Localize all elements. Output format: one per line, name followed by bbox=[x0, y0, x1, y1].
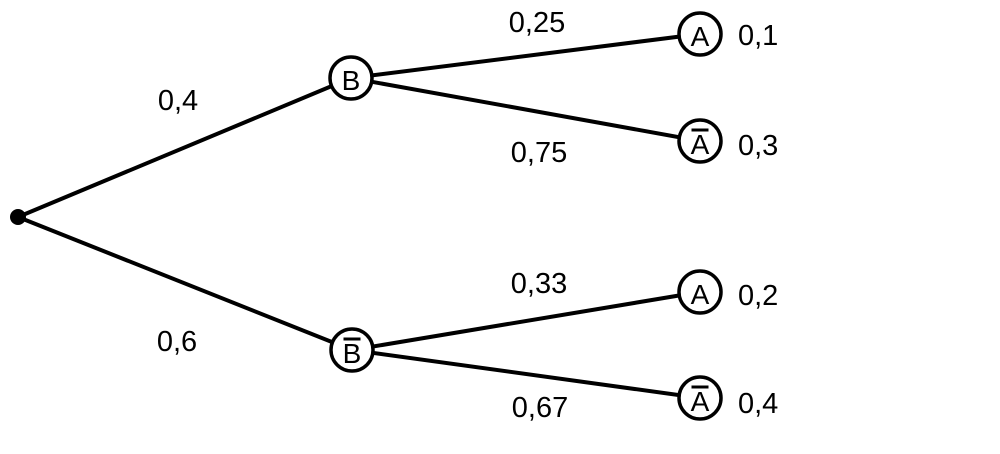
node-A-upper-label: A bbox=[691, 21, 710, 52]
node-A-bar-upper-circle bbox=[677, 118, 723, 164]
node-A-bar-lower: A bbox=[677, 375, 723, 421]
node-A-lower: A bbox=[677, 269, 723, 315]
root-node bbox=[10, 209, 26, 225]
node-A-upper-circle bbox=[677, 11, 723, 57]
outcome-label-A-bar-lower: 0,4 bbox=[738, 388, 778, 420]
edge-probability-label-B-bar-A: 0,33 bbox=[511, 268, 567, 300]
node-A-bar-lower-label: A bbox=[691, 386, 710, 417]
outcome-label-A-lower: 0,2 bbox=[738, 280, 778, 312]
branch-B-to-A bbox=[349, 32, 702, 80]
edge-probability-label-B: 0,4 bbox=[158, 85, 198, 117]
node-B-bar: B bbox=[329, 327, 375, 373]
branch-B-bar-to-A-bar bbox=[350, 348, 702, 400]
node-A-bar-lower-circle bbox=[677, 375, 723, 421]
node-B-bar-circle bbox=[329, 327, 375, 373]
edge-probability-label-B-A: 0,25 bbox=[509, 7, 565, 39]
node-B-label: B bbox=[342, 65, 361, 96]
edge-probability-label-B-bar: 0,6 bbox=[157, 326, 197, 358]
branch-B-to-A-bar bbox=[349, 76, 702, 143]
branch-B-bar-to-A bbox=[350, 290, 702, 352]
node-A-lower-label: A bbox=[691, 279, 710, 310]
node-B-circle bbox=[328, 55, 374, 101]
node-A-lower-circle bbox=[677, 269, 723, 315]
node-B: B bbox=[328, 55, 374, 101]
node-A-bar-upper-label: A bbox=[691, 129, 710, 160]
outcome-label-A-bar-upper: 0,3 bbox=[738, 130, 778, 162]
node-A-bar-upper: A bbox=[677, 118, 723, 164]
branch-root-to-B-bar bbox=[16, 215, 354, 352]
branch-root-to-B bbox=[16, 76, 353, 219]
edge-probability-label-B-A-bar: 0,75 bbox=[511, 137, 567, 169]
outcome-label-A-upper: 0,1 bbox=[738, 20, 778, 52]
node-B-bar-label: B bbox=[343, 338, 362, 369]
edge-probability-label-B-bar-A-bar: 0,67 bbox=[512, 392, 568, 424]
node-A-upper: A bbox=[677, 11, 723, 57]
